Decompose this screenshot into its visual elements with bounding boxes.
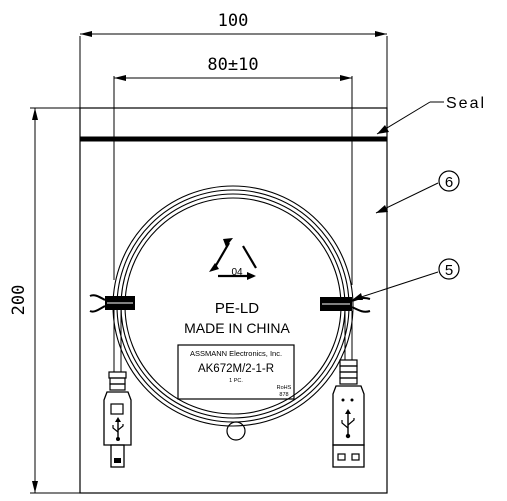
dimension-label-200: 200 bbox=[9, 285, 29, 316]
hang-hole bbox=[226, 421, 246, 441]
callout-5: 5 bbox=[351, 258, 460, 301]
dimension-width-total: 100 bbox=[79, 11, 388, 108]
product-label: ASSMANN Electronics, Inc. AK672M/2-1-R 1… bbox=[177, 344, 295, 400]
recycle-icon: 04 bbox=[209, 238, 257, 280]
dimension-width-inner: 80±10 bbox=[113, 55, 353, 285]
quantity-label: 1 PC. bbox=[229, 378, 243, 384]
maker-name: ASSMANN Electronics, Inc. bbox=[190, 349, 282, 358]
recycle-code: 04 bbox=[231, 267, 243, 278]
origin-label: MADE IN CHINA bbox=[184, 320, 290, 336]
seal-label: Seal bbox=[446, 95, 486, 112]
material-label: PE-LD bbox=[215, 300, 259, 317]
dimension-label-80: 80±10 bbox=[207, 55, 258, 75]
callout-6: 6 bbox=[375, 170, 460, 214]
mini-usb-plug bbox=[103, 310, 132, 468]
dimension-label-100: 100 bbox=[218, 11, 249, 31]
label-code: 878 bbox=[279, 392, 288, 398]
usb-a-plug bbox=[332, 311, 365, 468]
callout-5-label: 5 bbox=[445, 262, 453, 279]
bag-outline bbox=[79, 107, 388, 494]
usb-icon bbox=[112, 417, 124, 441]
callout-6-label: 6 bbox=[445, 174, 453, 191]
part-number: AK672M/2-1-R bbox=[198, 363, 274, 375]
callout-seal: Seal bbox=[376, 95, 486, 135]
cable-tie-left bbox=[89, 294, 135, 313]
rohs-label: RoHS bbox=[277, 385, 292, 391]
dimension-height: 200 bbox=[9, 107, 80, 494]
usb-icon bbox=[341, 409, 355, 439]
